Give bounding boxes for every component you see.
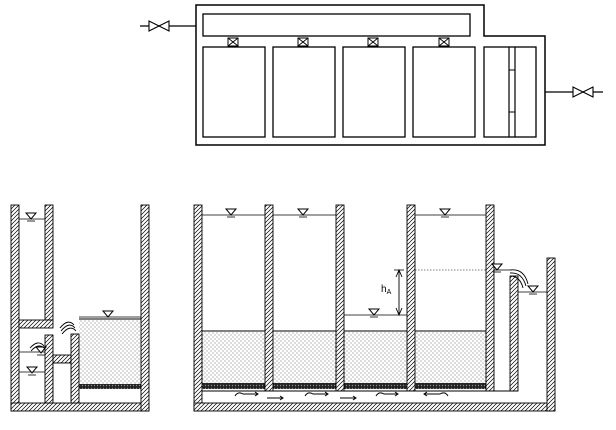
outlet-valve-icon [572, 86, 594, 98]
overflow-jet [29, 342, 45, 349]
inlet-channel [202, 13, 471, 37]
cell-valve-1-icon [227, 37, 239, 47]
overflow-jet [59, 321, 75, 329]
water-level-icon [225, 208, 237, 218]
water-level-icon [297, 208, 309, 218]
cell-valve-2-icon [297, 37, 309, 47]
water-level-icon [368, 308, 380, 318]
filter-cell-3 [342, 46, 406, 138]
water-level-icon [25, 212, 37, 222]
cell-valve-4-icon [438, 37, 450, 47]
outlet-chamber [483, 46, 537, 138]
weir-overflow [509, 269, 529, 285]
cell-valve-3-icon [367, 37, 379, 47]
left-section [10, 204, 150, 412]
plan-view [140, 4, 603, 146]
water-level-icon [527, 285, 539, 295]
head-loss-dimension: hA [381, 268, 404, 317]
filter-cell-2 [272, 46, 336, 138]
right-section: hA [193, 204, 556, 412]
water-level-icon [439, 208, 451, 218]
filter-cell-4 [412, 46, 476, 138]
filter-cell-1 [202, 46, 266, 138]
water-level-icon [26, 366, 38, 376]
inlet-valve-icon [148, 20, 170, 32]
head-loss-label: hA [381, 284, 392, 296]
water-level-icon [102, 310, 114, 320]
left-filter-gravel [79, 384, 141, 389]
left-filter-sand [79, 319, 141, 386]
underdrain-flow-arrows [234, 391, 449, 401]
